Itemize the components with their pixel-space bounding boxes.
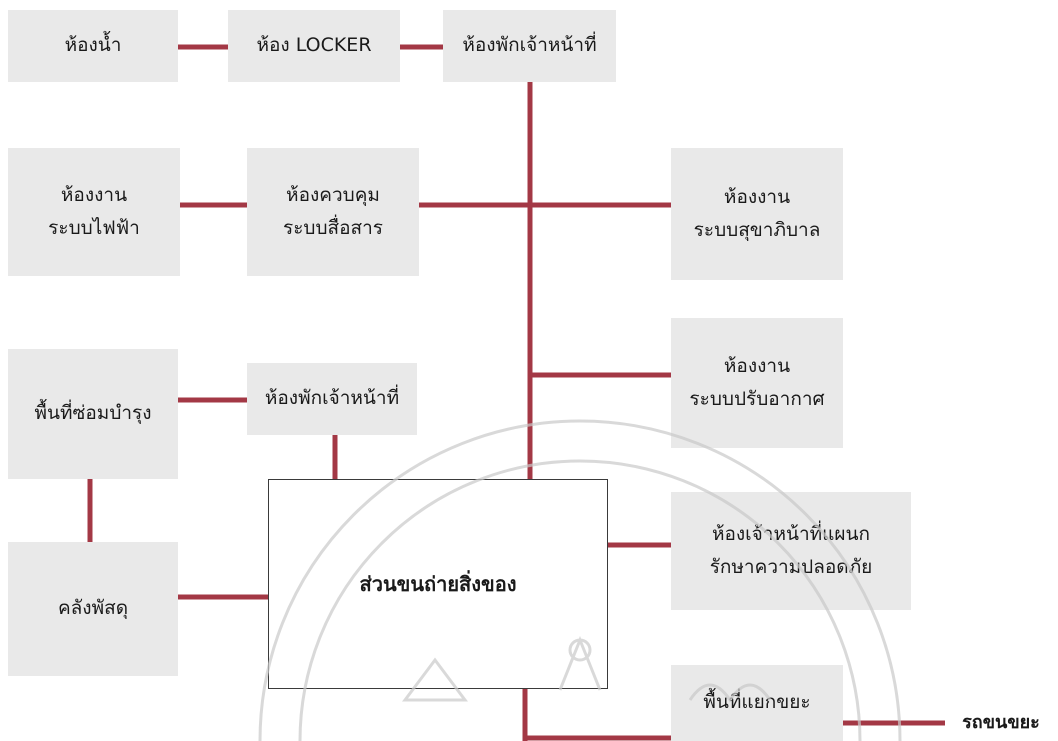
waste-sorting-area-box: พื้นที่แยกขยะ [671, 665, 843, 741]
locker-room-box: ห้อง LOCKER [228, 10, 400, 82]
staff-rest-room-top-box: ห้องพักเจ้าหน้าที่ [443, 10, 616, 82]
sanitary-system-room-box: ห้องงาน ระบบสุขาภิบาล [671, 148, 843, 280]
restroom-box: ห้องน้ำ [8, 10, 178, 82]
communication-control-room-box: ห้องควบคุม ระบบสื่อสาร [247, 148, 419, 276]
maintenance-area-box: พื้นที่ซ่อมบำรุง [8, 349, 178, 479]
garbage-truck-label: รถขนขยะ [962, 712, 1040, 734]
security-office-box: ห้องเจ้าหน้าที่แผนก รักษาความปลอดภัย [671, 492, 911, 610]
staff-rest-room-middle-box: ห้องพักเจ้าหน้าที่ [247, 363, 417, 435]
storage-box: คลังพัสดุ [8, 542, 178, 676]
electrical-room-box: ห้องงาน ระบบไฟฟ้า [8, 148, 180, 276]
hvac-room-box: ห้องงาน ระบบปรับอากาศ [671, 318, 843, 448]
loading-area-box: ส่วนขนถ่ายสิ่งของ [268, 479, 608, 689]
